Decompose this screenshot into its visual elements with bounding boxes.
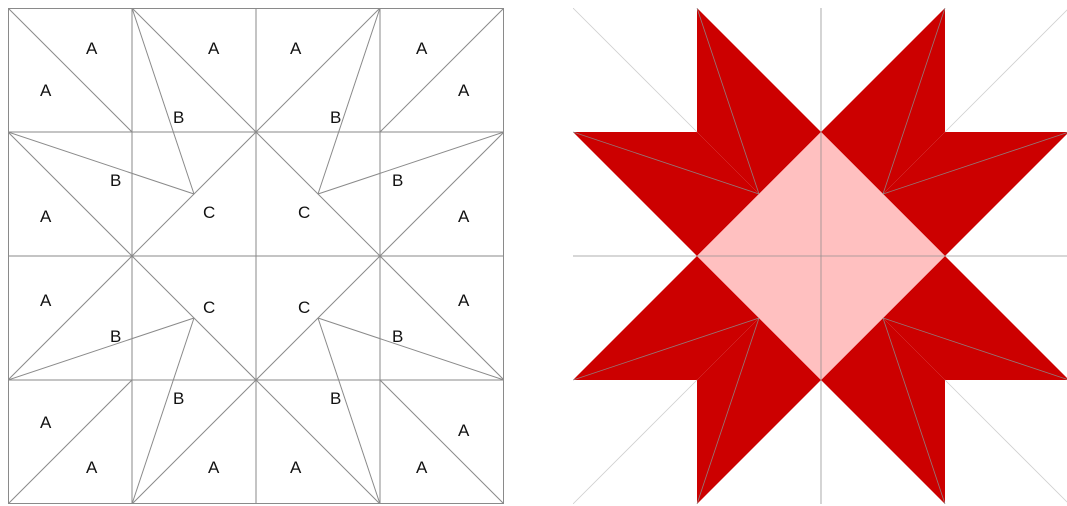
diag-r2c4 — [380, 132, 504, 256]
diag-r3c4 — [380, 256, 504, 380]
label-r2c3-c: C — [298, 203, 310, 222]
diag-right-top — [318, 132, 504, 194]
label-r1c2-b: B — [173, 108, 184, 127]
diag-top-right — [318, 8, 380, 194]
diag-r1c1 — [8, 8, 132, 132]
diag-r1c3 — [256, 8, 380, 132]
diag-r1c4 — [380, 8, 504, 132]
label-r4c1-bottom: A — [86, 458, 98, 477]
label-r4c3-bottom: A — [290, 458, 302, 477]
label-r3c1-b: B — [110, 327, 121, 346]
label-r1c2-top: A — [208, 39, 220, 58]
label-r3c4-b: B — [392, 327, 403, 346]
diag-r4c3 — [256, 380, 380, 504]
diag-bottom-left — [132, 318, 194, 504]
label-r4c1-left: A — [40, 413, 52, 432]
diag-left-top — [8, 132, 194, 194]
diag-bottom-right — [318, 318, 380, 504]
diag-r3c1 — [8, 256, 132, 380]
colored-star-diagram — [573, 8, 1067, 504]
label-r3c3-c: C — [298, 298, 310, 317]
label-r2c1-a: A — [40, 207, 52, 226]
label-r1c1-top: A — [86, 39, 98, 58]
label-r4c2-b: B — [173, 389, 184, 408]
label-r1c3-b: B — [330, 108, 341, 127]
diag-r1c2 — [132, 8, 256, 132]
label-r3c2-c: C — [203, 298, 215, 317]
label-r2c4-a: A — [458, 207, 470, 226]
label-r4c4-right: A — [458, 421, 470, 440]
label-r2c4-b: B — [392, 171, 403, 190]
label-r4c2-bottom: A — [208, 458, 220, 477]
diag-r4c1 — [8, 380, 132, 504]
label-r1c4-top: A — [416, 39, 428, 58]
diag-r2c1 — [8, 132, 132, 256]
label-r4c4-bottom: A — [416, 458, 428, 477]
label-r2c1-b: B — [110, 171, 121, 190]
label-r4c3-b: B — [330, 389, 341, 408]
label-r1c1-left: A — [40, 81, 52, 100]
label-r3c1-a: A — [40, 291, 52, 310]
label-r2c2-c: C — [203, 203, 215, 222]
label-r3c4-a: A — [458, 291, 470, 310]
diag-top-left — [132, 8, 194, 194]
labeled-piecing-diagram: A A A B A B A A B A C C B A A B C C A B … — [8, 8, 504, 504]
diagram-lines — [8, 8, 504, 504]
diag-right-bottom — [318, 318, 504, 380]
label-r1c3-top: A — [290, 39, 302, 58]
diag-r4c4 — [380, 380, 504, 504]
diag-left-bottom — [8, 318, 194, 380]
label-r1c4-right: A — [458, 81, 470, 100]
diag-r4c2 — [132, 380, 256, 504]
